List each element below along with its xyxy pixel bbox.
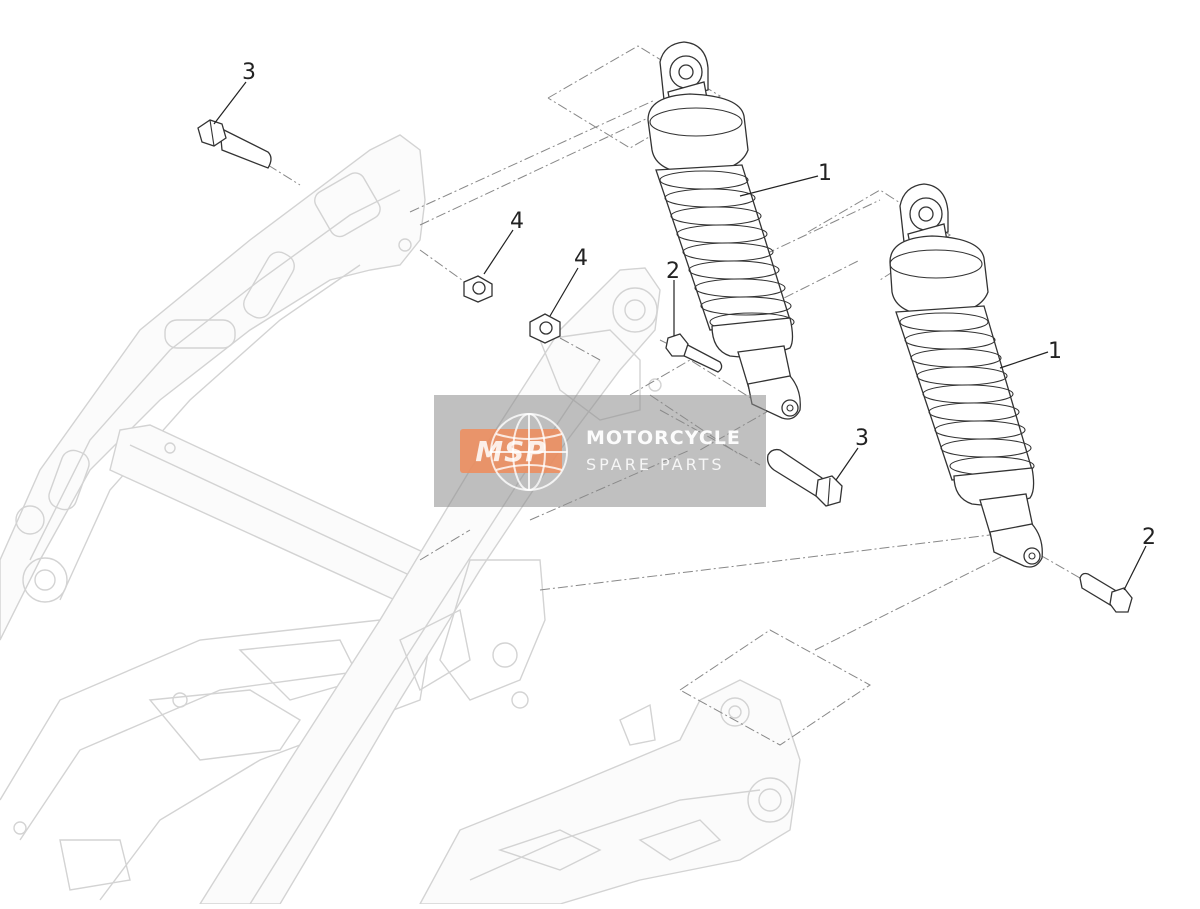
frame-ghost (0, 134, 801, 905)
nut-4-left (463, 275, 493, 303)
callout-4-right: 4 (574, 246, 588, 271)
callout-4-left: 4 (510, 209, 524, 234)
watermark-subtitle: SPARE PARTS (586, 455, 725, 474)
nut-4-right (529, 313, 561, 344)
bolt-3-upper (197, 119, 272, 169)
callout-2-upper: 2 (666, 259, 680, 284)
callout-labels: 3 4 4 1 2 3 1 2 (242, 60, 1156, 550)
bolt-3-lower (766, 448, 843, 507)
callout-1-left-shock: 1 (818, 161, 832, 186)
callout-3-upper: 3 (242, 60, 256, 85)
bolt-2-lower (1079, 572, 1133, 613)
watermark-title: MOTORCYCLE (586, 427, 741, 449)
bolt-2-upper (665, 333, 723, 373)
callout-3-lower: 3 (855, 426, 869, 451)
shock-absorber-1-right (889, 183, 1043, 568)
shock-absorber-1-left (647, 41, 801, 420)
callout-2-lower: 2 (1142, 525, 1156, 550)
globe-icon (490, 413, 568, 491)
watermark: MSP MOTORCYCLE SPARE PARTS (434, 395, 766, 507)
callout-1-right-shock: 1 (1048, 339, 1062, 364)
leader-lines (213, 81, 1147, 591)
